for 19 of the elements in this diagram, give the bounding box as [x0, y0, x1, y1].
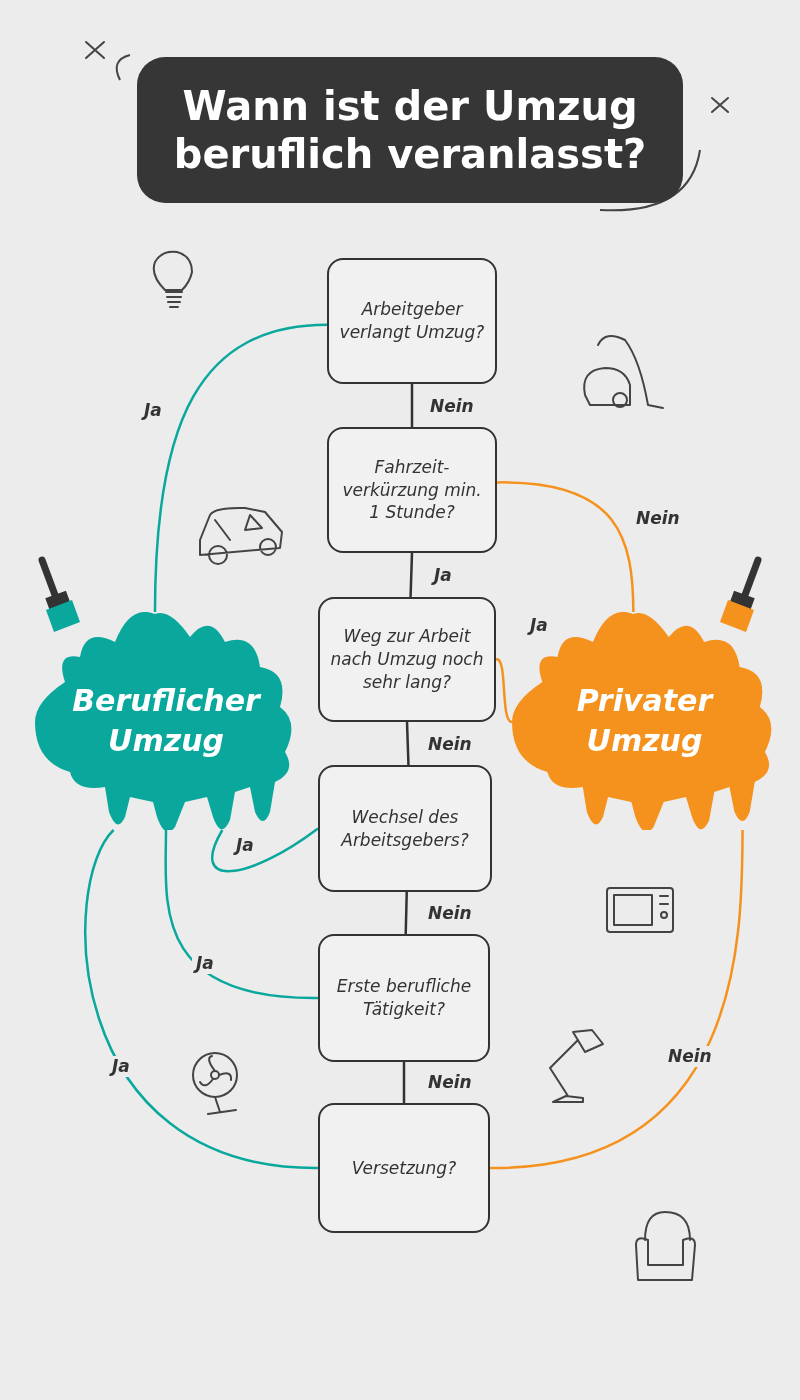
- connector-line: [409, 552, 414, 598]
- question-box: Wechsel des Arbeitsgebers?: [318, 765, 492, 892]
- connector-line: [410, 384, 414, 427]
- question-box: Arbeitgeber verlangt Umzug?: [327, 258, 497, 384]
- connector-line: [211, 827, 319, 873]
- connector-line: [164, 830, 319, 1000]
- question-box: Weg zur Arbeit nach Umzug noch sehr lang?: [318, 597, 496, 722]
- connector-line: [405, 721, 410, 766]
- connector-line: [84, 829, 319, 1170]
- connector-line: [153, 323, 328, 613]
- connector-line: [404, 891, 408, 935]
- connector-line: [489, 830, 744, 1170]
- question-box: Versetzung?: [318, 1103, 490, 1233]
- connector-line: [496, 481, 635, 613]
- title-banner: Wann ist der Umzug beruflich veranlasst?: [137, 57, 683, 203]
- question-box: Erste berufliche Tätigkeit?: [318, 934, 490, 1062]
- connector-line: [402, 1062, 406, 1103]
- question-box: Fahrzeit- verkürzung min. 1 Stunde?: [327, 427, 497, 553]
- connector-line: [495, 658, 513, 724]
